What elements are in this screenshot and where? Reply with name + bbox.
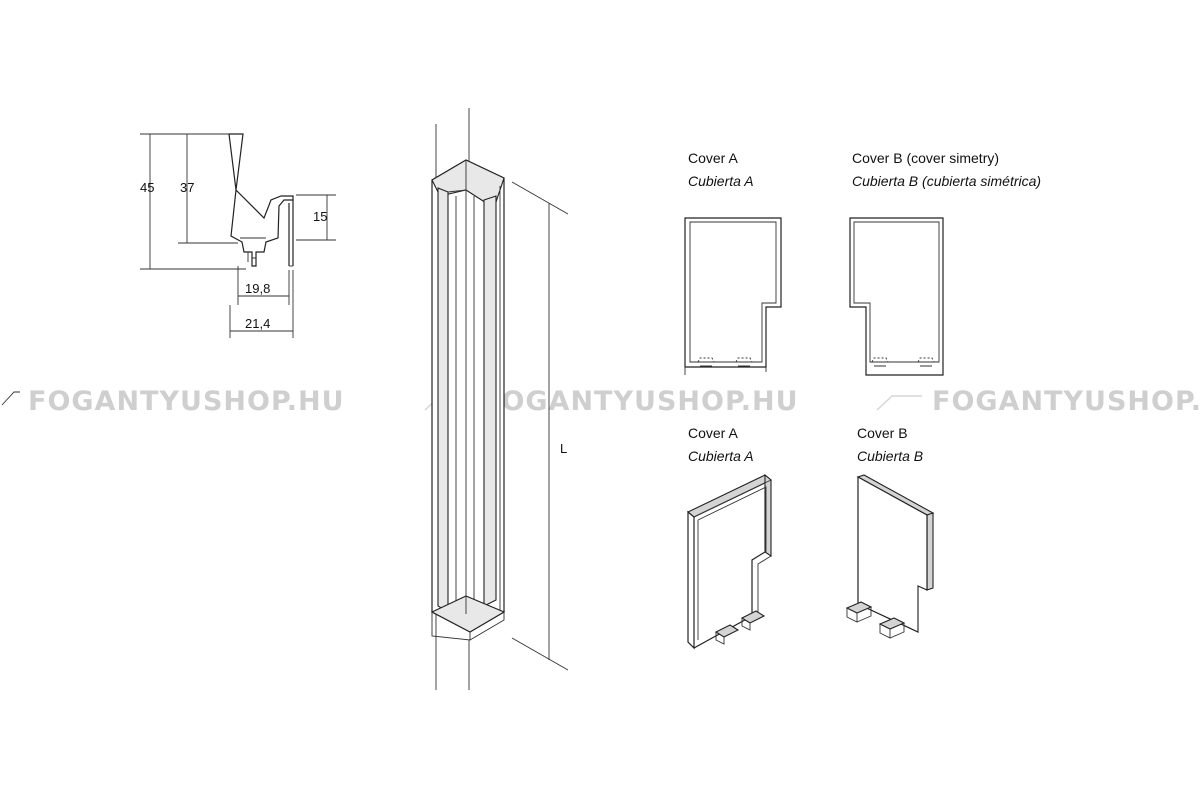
- cover-b-front-view: Cover B (cover simetry) Cubierta B (cubi…: [849, 150, 1041, 376]
- watermark-left: FOGANTYUSHOP.HU: [1, 386, 345, 417]
- dimension-inner-height: 37: [180, 180, 194, 195]
- cover-b-bottom-subtitle: Cubierta B: [857, 448, 923, 464]
- dimension-inner-width: 19,8: [245, 281, 270, 296]
- dimension-total-width: 21,4: [245, 316, 270, 331]
- cover-a-front-view: Cover A Cubierta A: [684, 150, 782, 375]
- watermark-text-right: FOGANTYUSHOP.HU: [932, 386, 1200, 417]
- cover-a-bottom-title: Cover A: [688, 425, 738, 441]
- cover-b-perspective: Cover B Cubierta B: [845, 425, 935, 639]
- watermark-group: FOGANTYUSHOP.HU FOGANTYUSHOP.HU FOGANTYU…: [1, 386, 1200, 417]
- dimension-total-height: 45: [140, 180, 154, 195]
- profile-cross-section: 45 37 15 19,8 21,4: [140, 133, 336, 338]
- corner-profile-perspective: L: [430, 108, 569, 690]
- watermark-text-center: FOGANTYUSHOP.HU: [482, 386, 799, 417]
- cover-a-bottom-subtitle: Cubierta A: [688, 448, 754, 464]
- profile-outline: [228, 133, 294, 267]
- cover-a-top-title: Cover A: [688, 150, 738, 166]
- dimension-length: L: [560, 441, 567, 456]
- watermark-right: FOGANTYUSHOP.HU: [876, 386, 1200, 417]
- cover-b-bottom-title: Cover B: [857, 425, 908, 441]
- cover-a-top-subtitle: Cubierta A: [688, 173, 754, 189]
- cover-b-top-subtitle: Cubierta B (cubierta simétrica): [852, 173, 1041, 189]
- cover-b-top-title: Cover B (cover simetry): [852, 150, 999, 166]
- watermark-center: FOGANTYUSHOP.HU: [424, 386, 799, 417]
- watermark-text-left: FOGANTYUSHOP.HU: [28, 386, 345, 417]
- dimension-flange-height: 15: [313, 209, 327, 224]
- cover-a-perspective: Cover A Cubierta A: [686, 425, 773, 650]
